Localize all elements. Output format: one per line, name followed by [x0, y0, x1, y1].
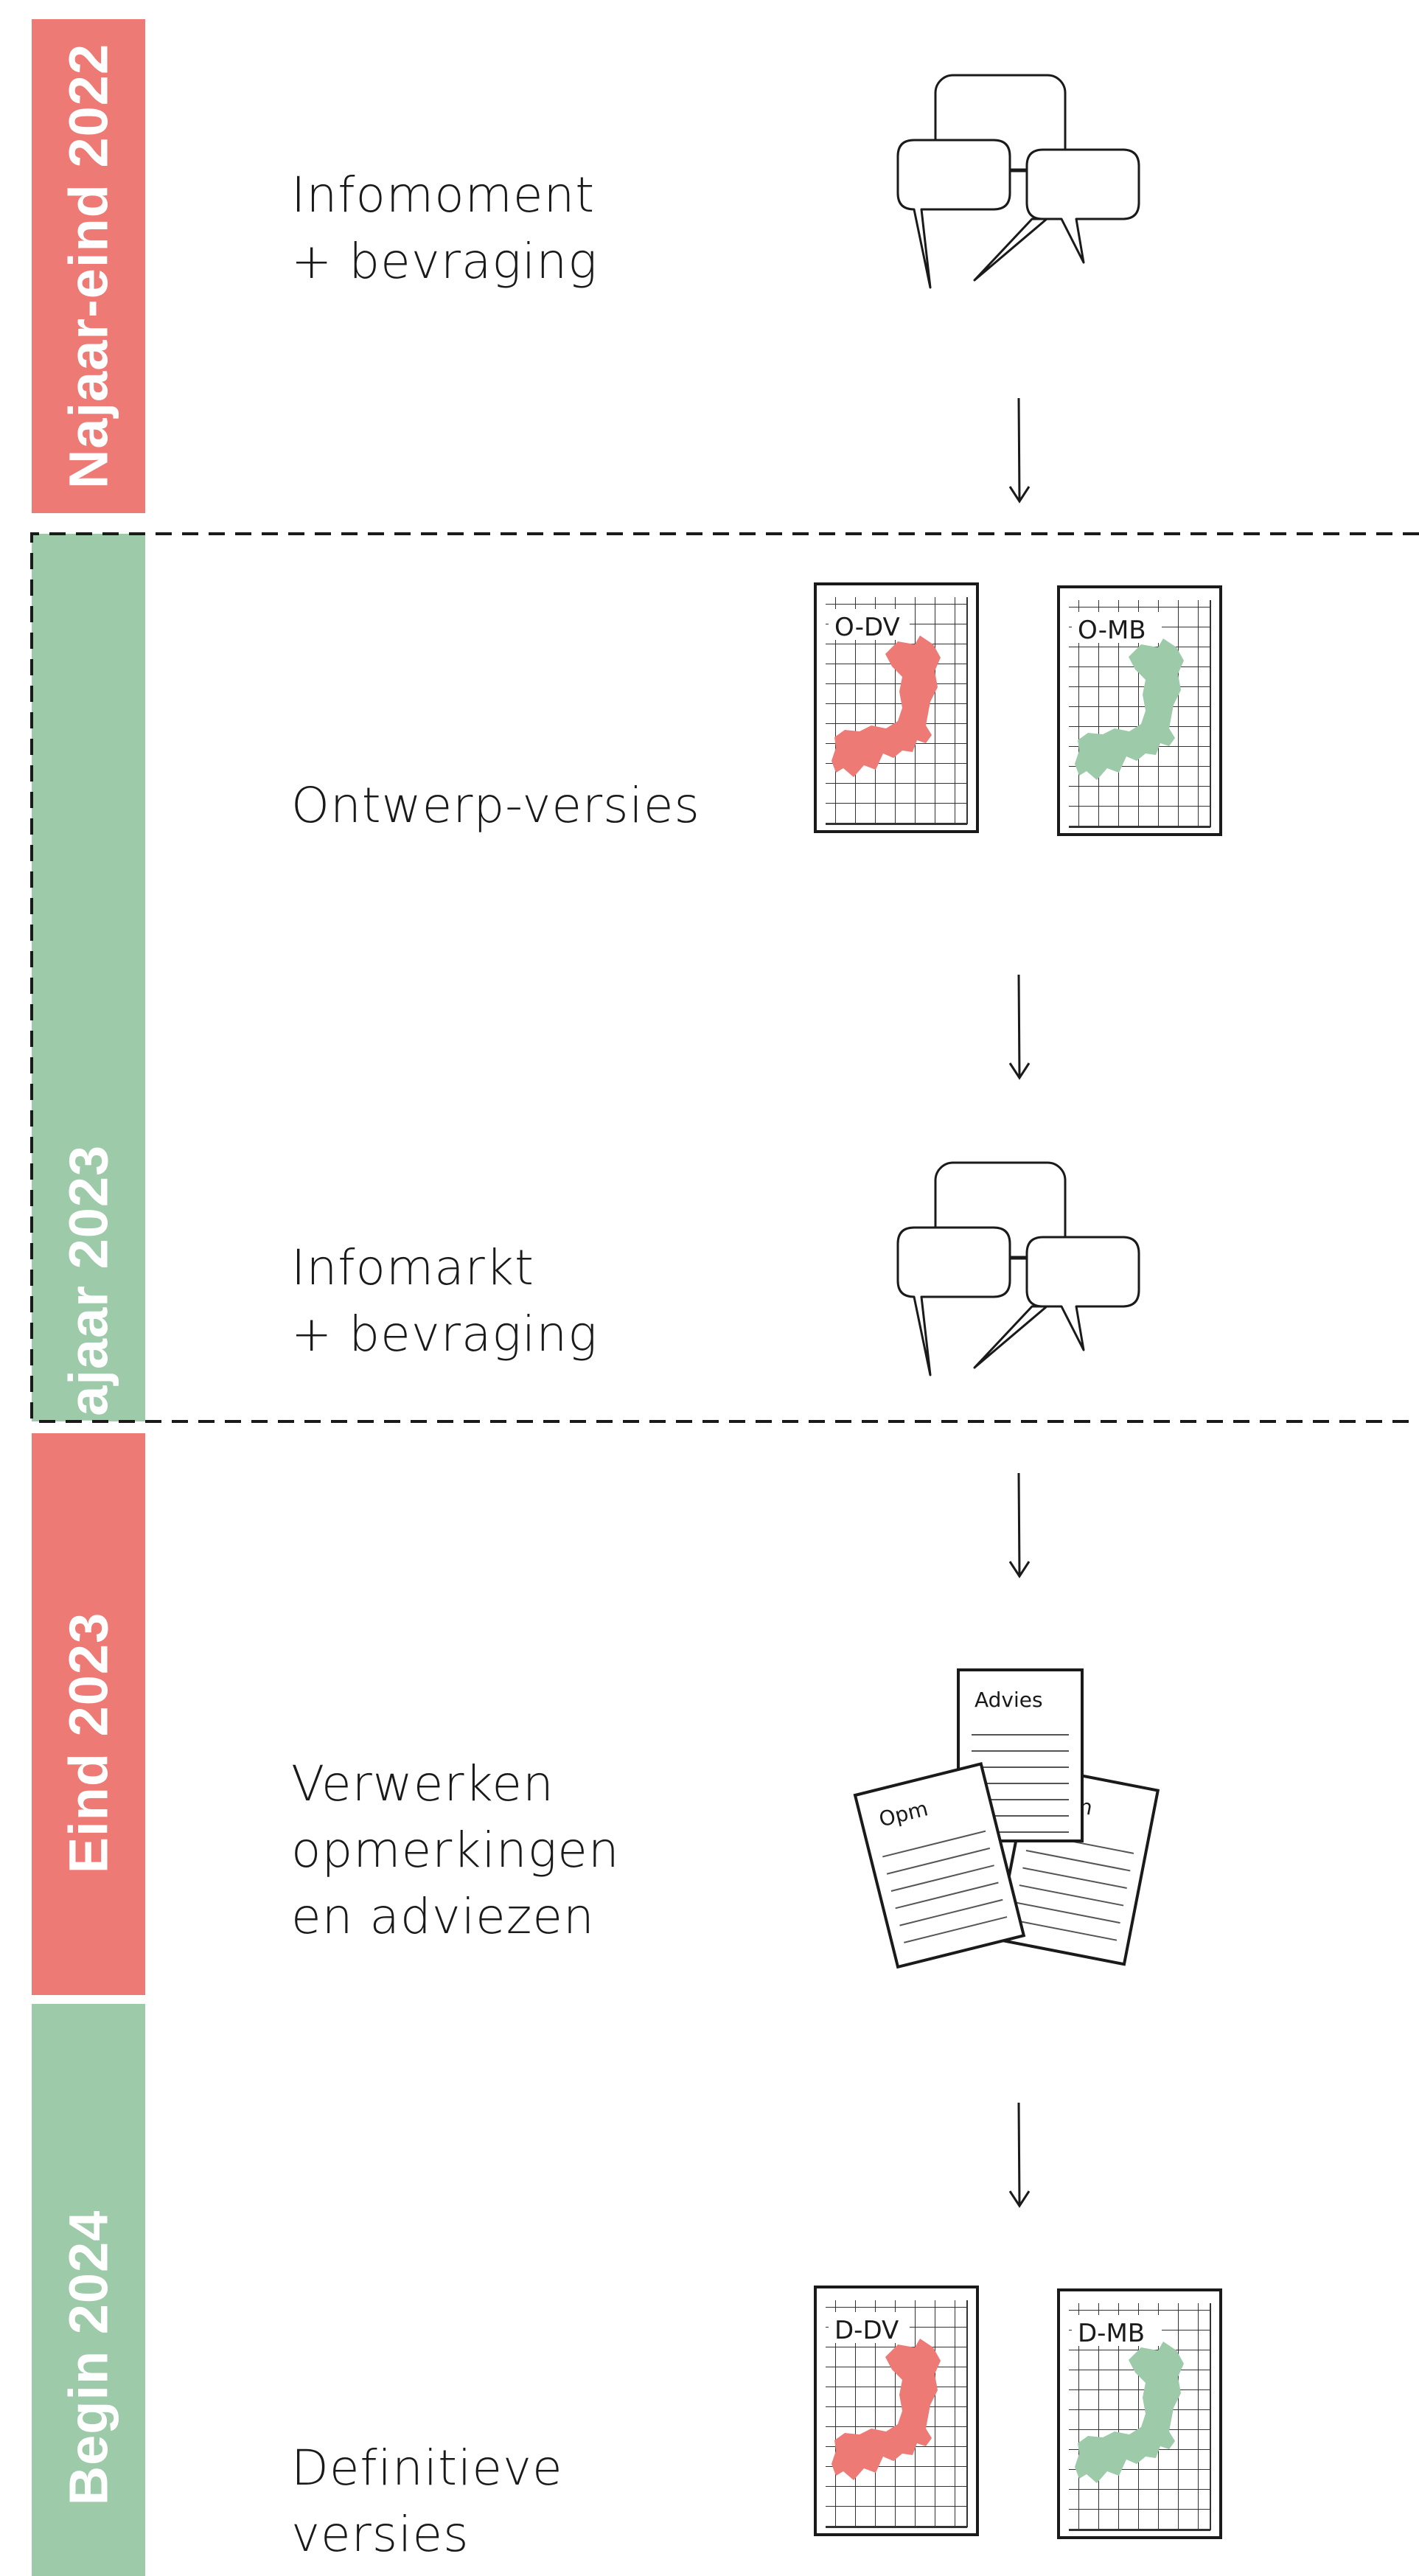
band-najaar-2023: Najaar 2023 — [32, 534, 145, 1456]
arrow-down-icon — [1008, 2102, 1031, 2208]
step-infomarkt: Infomarkt + bevraging — [291, 1235, 598, 1368]
doc-title: D-MB — [1078, 2319, 1145, 2348]
step-ontwerp-versies: Ontwerp-versies — [291, 773, 700, 839]
step-definitieve-versies: Definitieve versies — [291, 2435, 563, 2568]
step-line: + bevraging — [291, 233, 598, 290]
map-document-icon: O-DV — [814, 582, 979, 833]
step-infomoment: Infomoment + bevraging — [291, 162, 598, 295]
arrow-down-icon — [1008, 397, 1031, 504]
doc-title: Advies — [975, 1688, 1043, 1712]
band-najaar-eind-2022: Najaar-eind 2022 — [32, 19, 145, 513]
map-document-icon: D-DV — [814, 2286, 979, 2536]
step-line: en adviezen — [291, 1888, 595, 1945]
map-document-icon: O-MB — [1057, 585, 1222, 836]
doc-title: D-DV — [834, 2316, 899, 2345]
step-verwerken: Verwerken opmerkingen en adviezen — [291, 1751, 620, 1950]
step-line: Ontwerp-versies — [291, 777, 700, 834]
step-line: Verwerken — [291, 1755, 554, 1812]
doc-title: O-MB — [1078, 616, 1146, 645]
band-begin-2024: Begin 2024 — [32, 2004, 145, 2576]
step-line: Definitieve — [291, 2440, 563, 2496]
map-document-icon: D-MB — [1057, 2288, 1222, 2539]
step-line: versies — [291, 2506, 470, 2563]
step-line: opmerkingen — [291, 1822, 620, 1879]
arrow-down-icon — [1008, 1472, 1031, 1578]
step-line: Infomoment — [291, 167, 596, 223]
speech-bubbles-icon — [896, 1161, 1140, 1376]
step-line: + bevraging — [291, 1306, 598, 1362]
dashed-frame — [30, 532, 1419, 1423]
papers-icon: Opm Advies Opm — [853, 1668, 1160, 1969]
step-line: Infomarkt — [291, 1239, 534, 1296]
arrow-down-icon — [1008, 974, 1031, 1080]
doc-title: O-DV — [834, 613, 900, 642]
band-eind-2023: Eind 2023 — [32, 1433, 145, 1995]
speech-bubbles-icon — [896, 74, 1140, 289]
